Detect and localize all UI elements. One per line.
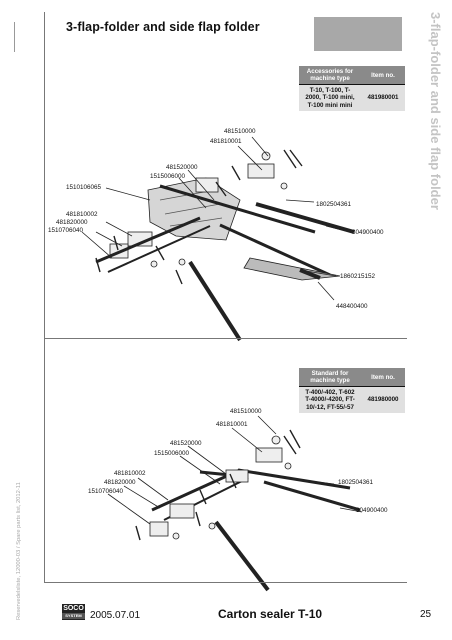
callout-481820000: 481820000 [56, 219, 88, 226]
accessories-col-item: Item no. [361, 66, 405, 86]
panel-divider [44, 338, 407, 339]
left-margin-rule [44, 12, 45, 582]
callout-1860215152: 1860215152 [340, 273, 376, 280]
callout-481510000: 481510000 [224, 128, 256, 135]
vertical-note-text: Reservedelsliste, 12000-03 / Spare parts… [16, 482, 22, 620]
callout-304900400: 304900400 [352, 229, 384, 236]
accessories-machine-types: T-10, T-100, T-2000, T-100 mini, T-100 m… [299, 84, 361, 111]
accessories-item-no: 481980001 [361, 84, 405, 111]
callout-481520000-bottom: 481520000 [170, 440, 202, 447]
page-number: 25 [420, 609, 432, 620]
callout-1510106065: 1510106065 [66, 184, 102, 191]
accessories-col-machine: Accessories for machine type [299, 66, 361, 86]
margin-mark [14, 22, 15, 52]
callout-1802504361: 1802504361 [316, 201, 352, 208]
callout-1515006000: 1515006000 [150, 173, 186, 180]
vertical-note: Reservedelsliste, 12000-03 / Spare parts… [16, 482, 46, 620]
standard-col-item: Item no. [361, 368, 405, 388]
standard-table: Standard for machine type Item no. T-400… [299, 368, 405, 413]
callout-481810002: 481810002 [66, 211, 98, 218]
callout-481820000-bottom: 481820000 [104, 479, 136, 486]
footer-rule [44, 582, 407, 583]
callout-448400400: 448400400 [336, 303, 368, 310]
callout-1515006000-bottom: 1515006000 [154, 450, 190, 457]
page-title: 3-flap-folder and side flap folder [66, 20, 260, 34]
accessories-table: Accessories for machine type Item no. T-… [299, 66, 405, 111]
callout-1802504361-bottom: 1802504361 [338, 479, 374, 486]
footer-machine-name: Carton sealer T-10 [218, 607, 323, 621]
standard-machine-types: T-400/-402, T-602 T-4000/-4200, FT-10/-1… [299, 386, 361, 413]
standard-item-no: 481980000 [361, 386, 405, 413]
standard-col-machine: Standard for machine type [299, 368, 361, 388]
brand-logo-text: SOCO [63, 605, 84, 612]
callout-1510706040-bottom: 1510706040 [88, 488, 124, 495]
callout-1510706040: 1510706040 [48, 227, 84, 234]
footer-date: 2005.07.01 [90, 610, 141, 621]
callout-481520000: 481520000 [166, 164, 198, 171]
callout-481510000-bottom: 481510000 [230, 408, 262, 415]
brand-logo-sub: SYSTEM [62, 613, 85, 619]
callout-304900400-bottom: 304900400 [356, 507, 388, 514]
callout-481810002-bottom: 481810002 [114, 470, 146, 477]
callout-481810001-bottom: 481810001 [216, 421, 248, 428]
callout-481810001: 481810001 [210, 138, 242, 145]
title-marker-box [314, 17, 402, 51]
